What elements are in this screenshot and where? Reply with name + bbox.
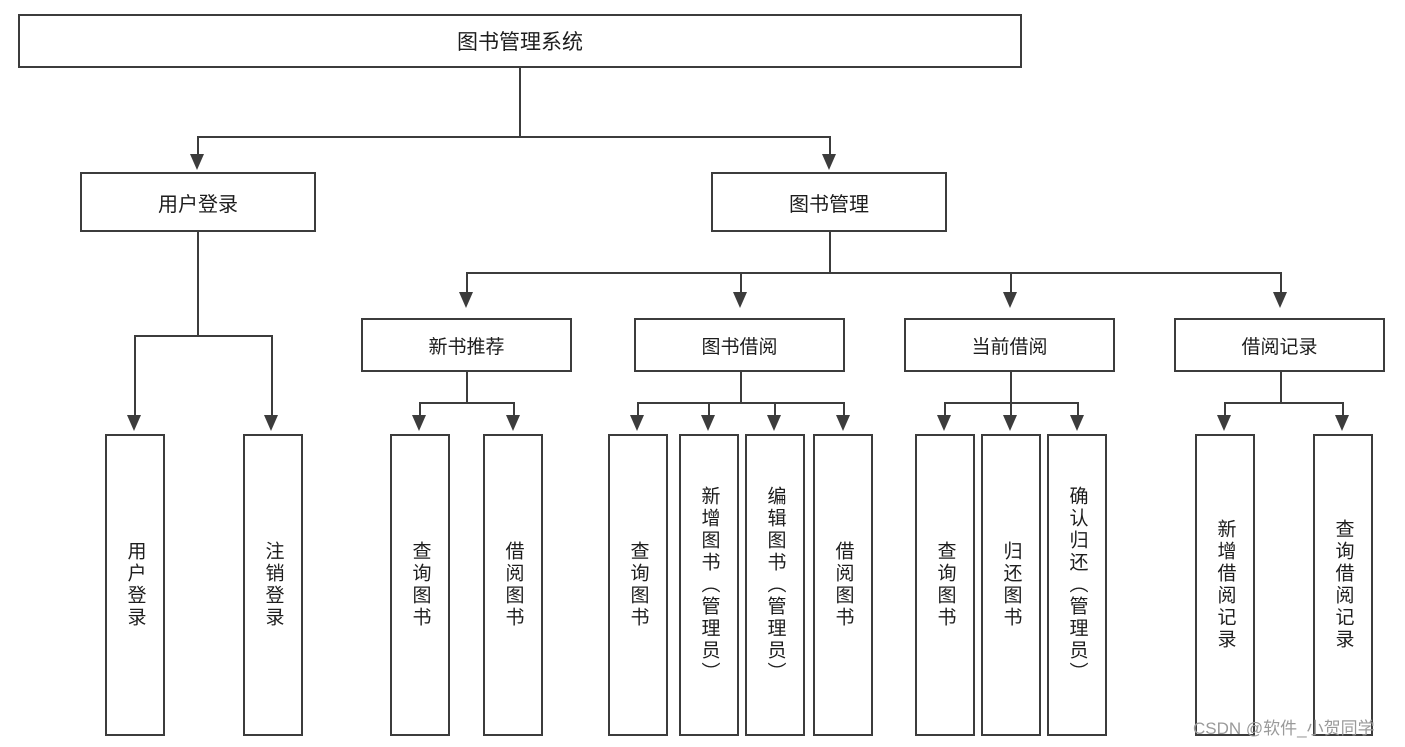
node-label: 借阅图书 <box>832 541 854 629</box>
node-label: 用户登录 <box>124 541 146 629</box>
arrowhead-current-borrow-leaf-3 <box>1070 415 1084 431</box>
connector-root-stem <box>519 68 521 136</box>
leaf-current-borrow-query[interactable]: 查询图书 <box>915 434 975 736</box>
leaf-add-borrow-record[interactable]: 新增借阅记录 <box>1195 434 1255 736</box>
node-label: 查询图书 <box>627 541 649 629</box>
node-label: 注销登录 <box>262 541 284 629</box>
node-book-borrow[interactable]: 图书借阅 <box>634 318 845 372</box>
node-label: 新增图书（管理员） <box>698 486 720 684</box>
connector-to-user-login <box>197 136 199 156</box>
node-label: 查询图书 <box>409 541 431 629</box>
connector-book-borrow-drop-2 <box>708 402 710 417</box>
leaf-new-book-borrow[interactable]: 借阅图书 <box>483 434 543 736</box>
arrowhead-book-borrow-leaf-2 <box>701 415 715 431</box>
arrowhead-to-book-borrow <box>733 292 747 308</box>
connector-book-management-stem <box>829 232 831 272</box>
arrowhead-user-login-leaf-2 <box>264 415 278 431</box>
arrowhead-borrow-record-leaf-1 <box>1217 415 1231 431</box>
leaf-book-borrow-action[interactable]: 借阅图书 <box>813 434 873 736</box>
connector-to-current-borrow <box>1010 272 1012 294</box>
node-user-login[interactable]: 用户登录 <box>80 172 316 232</box>
node-label: 图书管理系统 <box>457 31 583 54</box>
arrowhead-book-borrow-leaf-3 <box>767 415 781 431</box>
connector-current-borrow-drop-2 <box>1010 402 1012 417</box>
connector-book-borrow-stem <box>740 372 742 402</box>
connector-book-borrow-bar <box>637 402 843 404</box>
connector-to-new-book <box>466 272 468 294</box>
arrowhead-new-book-leaf-2 <box>506 415 520 431</box>
connector-user-login-drop-2 <box>271 335 273 417</box>
arrowhead-new-book-leaf-1 <box>412 415 426 431</box>
connector-new-book-stem <box>466 372 468 402</box>
node-book-management[interactable]: 图书管理 <box>711 172 947 232</box>
arrowhead-to-new-book <box>459 292 473 308</box>
leaf-return-book[interactable]: 归还图书 <box>981 434 1041 736</box>
node-current-borrow[interactable]: 当前借阅 <box>904 318 1115 372</box>
connector-current-borrow-drop-1 <box>944 402 946 417</box>
node-label: 查询图书 <box>934 541 956 629</box>
leaf-query-borrow-record[interactable]: 查询借阅记录 <box>1313 434 1373 736</box>
node-new-book-recommend[interactable]: 新书推荐 <box>361 318 572 372</box>
node-label: 图书管理 <box>789 193 869 216</box>
connector-to-borrow-record <box>1280 272 1282 294</box>
leaf-book-add-admin[interactable]: 新增图书（管理员） <box>679 434 739 736</box>
node-label: 借阅记录 <box>1241 336 1318 358</box>
arrowhead-to-book-management <box>822 154 836 170</box>
connector-borrow-record-drop-1 <box>1224 402 1226 417</box>
connector-to-book-borrow <box>740 272 742 294</box>
connector-new-book-drop-1 <box>419 402 421 417</box>
connector-level2-bar <box>197 136 831 138</box>
connector-book-borrow-drop-3 <box>774 402 776 417</box>
arrowhead-book-borrow-leaf-4 <box>836 415 850 431</box>
node-label: 借阅图书 <box>502 541 524 629</box>
node-label: 新增借阅记录 <box>1214 519 1236 651</box>
connector-user-login-drop-1 <box>134 335 136 417</box>
node-label: 查询借阅记录 <box>1332 519 1354 651</box>
csdn-watermark: CSDN @软件_小贺同学 <box>1193 719 1375 738</box>
arrowhead-to-user-login <box>190 154 204 170</box>
leaf-user-logout[interactable]: 注销登录 <box>243 434 303 736</box>
arrowhead-current-borrow-leaf-1 <box>937 415 951 431</box>
connector-book-borrow-drop-1 <box>637 402 639 417</box>
arrowhead-book-borrow-leaf-1 <box>630 415 644 431</box>
node-label: 图书借阅 <box>701 336 778 358</box>
leaf-book-edit-admin[interactable]: 编辑图书（管理员） <box>745 434 805 736</box>
arrowhead-to-current-borrow <box>1003 292 1017 308</box>
node-borrow-record[interactable]: 借阅记录 <box>1174 318 1385 372</box>
connector-user-login-stem <box>197 232 199 335</box>
node-label: 当前借阅 <box>971 336 1048 358</box>
node-label: 确认归还（管理员） <box>1066 486 1088 684</box>
connector-borrow-record-drop-2 <box>1342 402 1344 417</box>
connector-book-borrow-drop-4 <box>843 402 845 417</box>
node-label: 用户登录 <box>158 193 238 216</box>
connector-new-book-bar <box>419 402 513 404</box>
arrowhead-borrow-record-leaf-2 <box>1335 415 1349 431</box>
node-root-system[interactable]: 图书管理系统 <box>18 14 1022 68</box>
arrowhead-user-login-leaf-1 <box>127 415 141 431</box>
connector-current-borrow-drop-3 <box>1077 402 1079 417</box>
connector-borrow-record-bar <box>1224 402 1343 404</box>
leaf-new-book-query[interactable]: 查询图书 <box>390 434 450 736</box>
connector-level3-bar <box>466 272 1280 274</box>
arrowhead-to-borrow-record <box>1273 292 1287 308</box>
node-label: 新书推荐 <box>428 336 505 358</box>
connector-current-borrow-stem <box>1010 372 1012 402</box>
node-label: 编辑图书（管理员） <box>764 486 786 684</box>
leaf-book-borrow-query[interactable]: 查询图书 <box>608 434 668 736</box>
connector-to-book-management <box>829 136 831 156</box>
connector-user-login-bar <box>134 335 271 337</box>
arrowhead-current-borrow-leaf-2 <box>1003 415 1017 431</box>
leaf-user-login[interactable]: 用户登录 <box>105 434 165 736</box>
node-label: 归还图书 <box>1000 541 1022 629</box>
leaf-confirm-return-admin[interactable]: 确认归还（管理员） <box>1047 434 1107 736</box>
connector-new-book-drop-2 <box>513 402 515 417</box>
connector-borrow-record-stem <box>1280 372 1282 402</box>
